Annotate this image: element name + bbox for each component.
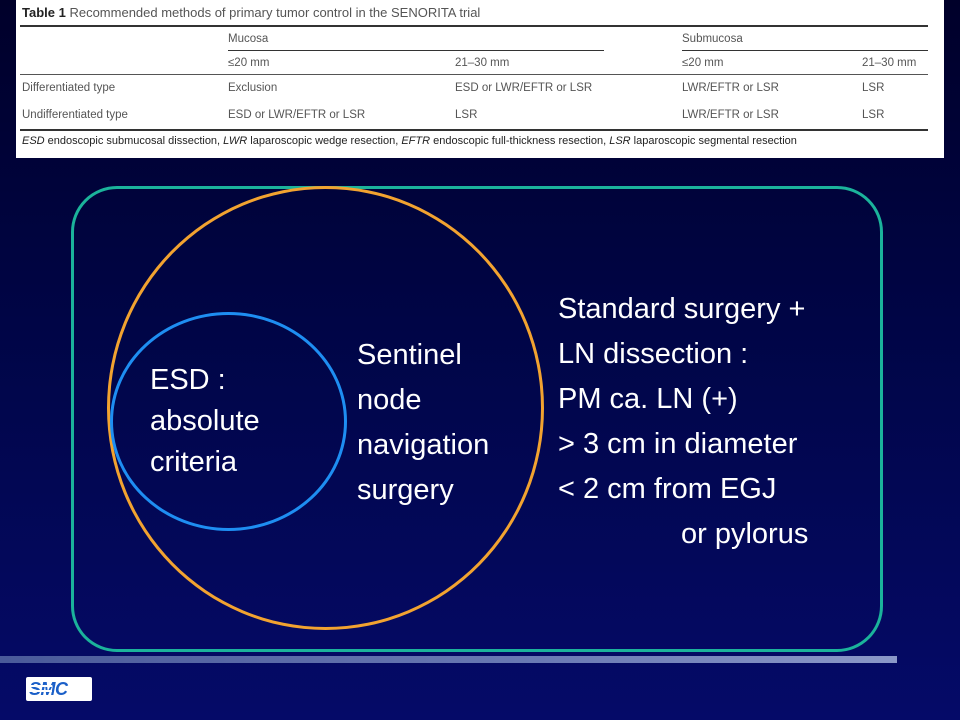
smc-logo: SMC [26, 677, 92, 701]
esd-label: ESD : absolute criteria [150, 360, 260, 483]
esd-label-line: absolute [150, 405, 260, 437]
sentinel-label-line: surgery [357, 474, 454, 506]
table-cell: ESD or LWR/EFTR or LSR [455, 82, 593, 94]
sub-header: 21–30 mm [455, 57, 510, 69]
standard-label-line: PM ca. LN (+) [558, 383, 738, 415]
row-label: Differentiated type [22, 82, 116, 94]
row-label: Undifferentiated type [22, 109, 128, 121]
standard-surgery-label: Standard surgery + LN dissection : PM ca… [558, 287, 808, 557]
standard-label-line: > 3 cm in diameter [558, 428, 798, 460]
standard-label-line: < 2 cm from EGJ [558, 473, 777, 505]
group-header-submucosa: Submucosa [682, 33, 743, 45]
footer-bar [0, 656, 897, 663]
logo-stripe [28, 685, 52, 687]
table-bottom-rule [20, 129, 928, 131]
table-number: Table 1 [22, 5, 66, 20]
sentinel-label-line: node [357, 384, 422, 416]
sentinel-label-line: navigation [357, 429, 490, 461]
table-cell: LWR/EFTR or LSR [682, 109, 779, 121]
standard-label-line: or pylorus [681, 518, 809, 550]
sub-header: ≤20 mm [682, 57, 724, 69]
table-top-rule [20, 25, 928, 27]
table-panel: Table 1 Recommended methods of primary t… [16, 0, 944, 158]
sub-header: ≤20 mm [228, 57, 270, 69]
esd-label-line: ESD : [150, 364, 226, 396]
logo-text: SMC [29, 679, 68, 699]
table-cell: LSR [455, 109, 478, 121]
sub-header: 21–30 mm [862, 57, 917, 69]
logo-stripe [28, 690, 52, 692]
group-header-mucosa: Mucosa [228, 33, 269, 45]
sentinel-label-line: Sentinel [357, 339, 462, 371]
standard-label-line: Standard surgery + [558, 293, 806, 325]
sentinel-node-label: Sentinel node navigation surgery [357, 333, 489, 513]
table-cell: LWR/EFTR or LSR [682, 82, 779, 94]
table-cell: ESD or LWR/EFTR or LSR [228, 109, 366, 121]
table-cell: LSR [862, 82, 885, 94]
sentinel-node-circle [107, 186, 544, 630]
mucosa-rule [228, 50, 604, 51]
table-footnote: ESD endoscopic submucosal dissection, LW… [22, 135, 797, 147]
submucosa-rule [682, 50, 928, 51]
esd-label-line: criteria [150, 446, 238, 478]
table-cell: Exclusion [228, 82, 278, 94]
table-title: Recommended methods of primary tumor con… [65, 5, 481, 20]
table-cell: LSR [862, 109, 885, 121]
standard-label-line: LN dissection : [558, 338, 749, 370]
esd-circle [110, 312, 347, 531]
header-rule [20, 74, 928, 75]
standard-surgery-frame [71, 186, 883, 652]
table-caption: Table 1 Recommended methods of primary t… [22, 5, 480, 20]
